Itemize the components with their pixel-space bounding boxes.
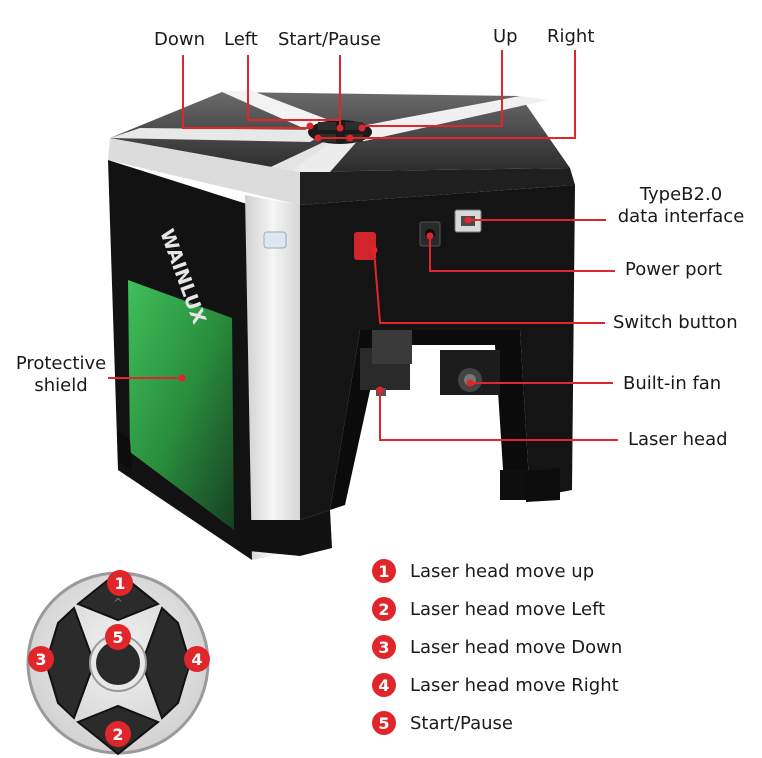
keypad-badge-2: 2 [105, 721, 131, 747]
legend-text: Laser head move Left [410, 598, 606, 620]
legend-text: Laser head move Down [410, 636, 623, 658]
legend-badge: 1 [372, 559, 396, 583]
keypad-badge-4: 4 [184, 646, 210, 672]
label-shield-line1: Protective [15, 353, 107, 374]
label-switch-button: Switch button [613, 312, 738, 333]
label-up: Up [493, 26, 518, 47]
label-laser-head: Laser head [628, 429, 728, 450]
legend-item: 1 Laser head move up [372, 556, 594, 586]
label-right: Right [547, 26, 595, 47]
machine-left-side: WAINLUX [108, 160, 252, 560]
switch-button-component [354, 232, 376, 260]
label-typeb-line1: TypeB2.0 [639, 184, 723, 205]
label-typeb-line2: data interface [617, 206, 745, 227]
label-protective-shield: Protective shield [6, 353, 116, 397]
label-power-port: Power port [625, 259, 723, 280]
legend-text: Start/Pause [410, 712, 513, 734]
legend-badge: 3 [372, 635, 396, 659]
legend-item: 3 Laser head move Down [372, 632, 622, 662]
legend-item: 2 Laser head move Left [372, 594, 605, 624]
legend-badge: 5 [372, 711, 396, 735]
label-shield-line2: shield [34, 375, 88, 396]
machine-feet [118, 430, 560, 556]
label-typeb-interface: TypeB2.0 data interface [612, 184, 750, 228]
machine-frame-pillar [108, 138, 300, 560]
label-down: Down [154, 29, 206, 50]
keypad-badge-5: 5 [105, 624, 131, 650]
legend-badge: 4 [372, 673, 396, 697]
callout-dots [178, 216, 474, 394]
callout-lines [108, 50, 618, 441]
keypad-badge-1: 1 [107, 570, 133, 596]
legend-item: 4 Laser head move Right [372, 670, 619, 700]
svg-text:^: ^ [113, 596, 123, 610]
label-start-pause: Start/Pause [278, 29, 381, 50]
legend-item: 5 Start/Pause [372, 708, 513, 738]
protective-shield-window [128, 280, 234, 530]
legend-text: Laser head move Right [410, 674, 619, 696]
label-left: Left [224, 29, 258, 50]
label-built-in-fan: Built-in fan [623, 373, 722, 394]
legend-text: Laser head move up [410, 560, 595, 582]
legend-badge: 2 [372, 597, 396, 621]
keypad-badge-3: 3 [28, 646, 54, 672]
